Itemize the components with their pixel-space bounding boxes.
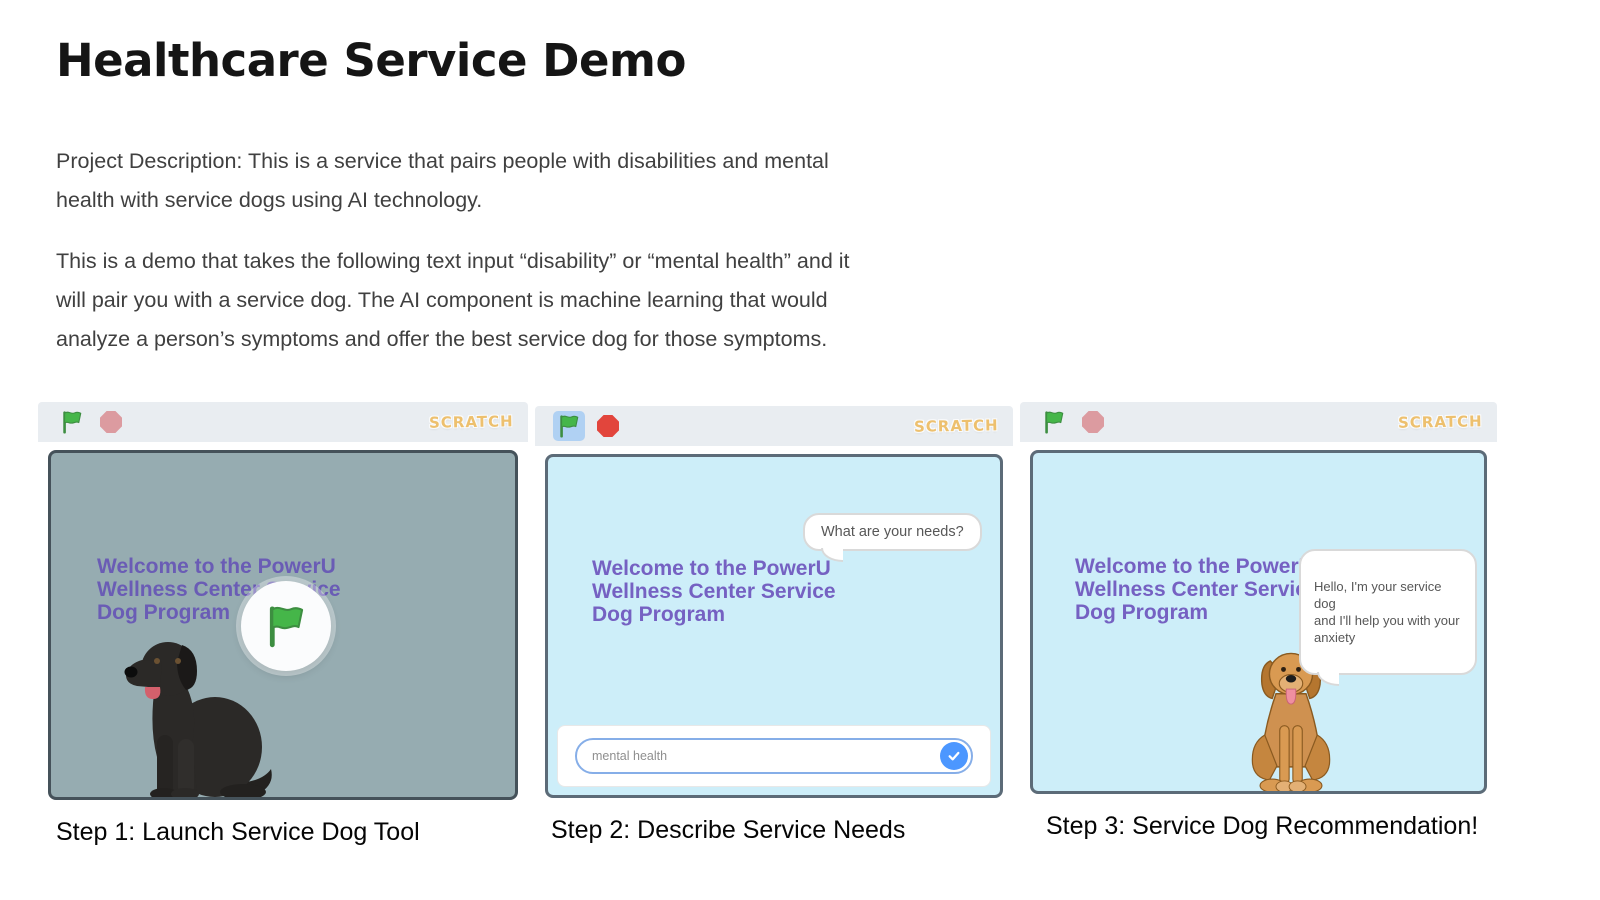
speech-bubble-text: What are your needs?: [821, 524, 964, 540]
stage-step-1: Welcome to the PowerU Wellness Center Se…: [48, 450, 518, 800]
scratch-logo: SCRATCH: [1398, 412, 1484, 432]
welcome-text: Welcome to the PowerU Wellness Center Se…: [1075, 555, 1319, 624]
green-flag-icon: [560, 414, 580, 438]
answer-input[interactable]: [577, 749, 971, 763]
black-dog-sprite[interactable]: [111, 635, 283, 800]
stop-icon[interactable]: [1082, 411, 1104, 433]
scratch-toolbar: SCRATCH: [38, 402, 528, 442]
step-caption: Step 2: Describe Service Needs: [551, 816, 906, 844]
stage-step-3: Welcome to the PowerU Wellness Center Se…: [1030, 450, 1487, 794]
step-caption: Step 1: Launch Service Dog Tool: [56, 818, 420, 846]
welcome-text: Welcome to the PowerU Wellness Center Se…: [592, 557, 836, 626]
green-flag-button[interactable]: [1038, 407, 1070, 437]
checkmark-icon: [948, 751, 960, 761]
green-flag-icon: [1045, 410, 1065, 434]
panel-step-2: SCRATCH What are your needs? Welcome to …: [535, 406, 1013, 845]
green-flag-button[interactable]: [553, 411, 585, 441]
green-flag-button[interactable]: [56, 407, 88, 437]
demo-description: This is a demo that takes the following …: [56, 249, 850, 351]
speech-bubble: What are your needs?: [803, 513, 982, 562]
scratch-logo: SCRATCH: [429, 412, 515, 432]
scratch-toolbar: SCRATCH: [1020, 402, 1497, 442]
green-flag-icon: [63, 410, 83, 434]
stage-step-2: What are your needs? Welcome to the Powe…: [545, 454, 1003, 798]
scratch-logo: SCRATCH: [914, 416, 1000, 436]
ask-answer-panel: [557, 725, 991, 787]
submit-answer-button[interactable]: [940, 742, 968, 770]
stop-icon[interactable]: [597, 415, 619, 437]
project-description: Project Description: This is a service t…: [56, 149, 829, 212]
page-title: Healthcare Service Demo: [56, 34, 686, 87]
start-flag-overlay-button[interactable]: [241, 581, 331, 671]
panel-step-1: SCRATCH Welcome to the PowerU Wellness C…: [38, 402, 528, 847]
answer-input-field: [575, 738, 973, 774]
panel-step-3: SCRATCH Welcome to the PowerU Wellness C…: [1020, 402, 1497, 841]
scratch-toolbar: SCRATCH: [535, 406, 1013, 446]
step-caption: Step 3: Service Dog Recommendation!: [1046, 812, 1479, 840]
speech-bubble-text: Hello, I'm your service dog and I'll hel…: [1314, 579, 1460, 645]
stop-icon[interactable]: [100, 411, 122, 433]
speech-bubble: Hello, I'm your service dog and I'll hel…: [1299, 549, 1477, 686]
